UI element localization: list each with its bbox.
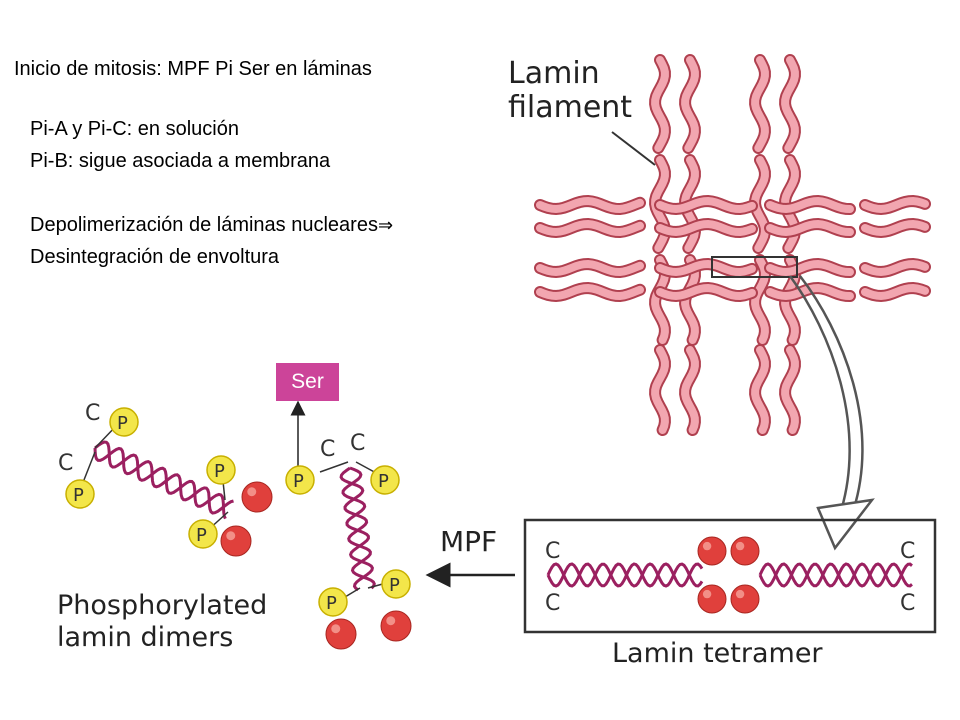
- phosphate-label: P: [293, 471, 304, 492]
- zoom-arrow-head: [816, 498, 875, 551]
- implies-arrow-icon: ⇒: [377, 215, 394, 236]
- link-line: [319, 461, 349, 473]
- pi-b-text: Pi-B: sigue asociada a membrana: [30, 150, 331, 172]
- tetramer-helix-left: [546, 562, 704, 588]
- globular-domain: [325, 618, 357, 650]
- horizontal-filament-core: [656, 259, 756, 277]
- phosphate-group: [381, 569, 411, 599]
- globular-highlight: [735, 541, 745, 551]
- pi-a-c-text: Pi-A y Pi-C: en solución: [30, 118, 239, 140]
- lamin-filament-label-1: Lamin: [508, 56, 600, 91]
- globular-highlight: [247, 487, 257, 497]
- vertical-filament-core: [751, 346, 769, 434]
- dimer-helix-left: [93, 446, 234, 515]
- horizontal-filament-core: [536, 283, 644, 301]
- vertical-filament-core: [681, 56, 699, 152]
- vertical-filament-core: [751, 56, 769, 152]
- globular-domain: [730, 584, 760, 614]
- vertical-filament-core: [681, 346, 699, 434]
- phosphate-group: [318, 587, 348, 617]
- depolymerization-label: Depolimerización de láminas nucleares: [30, 214, 378, 236]
- envelope-disintegration-text: Desintegración de envoltura: [30, 246, 280, 268]
- c-terminus-label: C: [545, 591, 560, 616]
- globular-highlight: [386, 616, 396, 626]
- mpf-label: MPF: [440, 525, 498, 558]
- phosphorylated-label-2: lamin dimers: [57, 622, 234, 653]
- globular-domain: [220, 525, 252, 557]
- horizontal-filament-core: [536, 259, 644, 277]
- horizontal-filament-core: [766, 219, 854, 237]
- c-terminus-label: C: [545, 539, 560, 564]
- phosphorylated-label-1: Phosphorylated: [57, 590, 268, 621]
- c-terminus-label: C: [320, 437, 335, 462]
- mitosis-start-text: Inicio de mitosis: MPF Pi Ser en láminas: [14, 58, 372, 80]
- horizontal-filament-core: [766, 196, 854, 214]
- phosphate-group: [206, 455, 236, 485]
- c-terminus-label: C: [85, 401, 100, 426]
- horizontal-filament-core: [861, 283, 929, 301]
- phosphate-label: P: [214, 461, 225, 482]
- c-terminus-label: C: [900, 591, 915, 616]
- tetramer-highlight-box: [711, 256, 798, 278]
- tetramer-helix-right: [758, 562, 913, 588]
- horizontal-filament-core: [861, 259, 929, 277]
- c-terminus-label: C: [900, 539, 915, 564]
- horizontal-filament-core: [766, 259, 854, 277]
- c-terminus-label: C: [350, 431, 365, 456]
- vertical-filament-core: [651, 56, 669, 152]
- globular-highlight: [331, 624, 341, 634]
- link-line: [81, 451, 96, 486]
- vertical-filament-core: [651, 346, 669, 434]
- horizontal-filament-core: [536, 219, 644, 237]
- tetramer-helix-left: [546, 562, 704, 588]
- dimer-helix-right: [341, 466, 374, 592]
- vertical-filament-core: [751, 256, 769, 344]
- phosphate-group: [109, 407, 139, 437]
- lamin-tetramer: C C C C: [545, 536, 915, 616]
- horizontal-filament-core: [656, 219, 756, 237]
- globular-highlight: [702, 541, 712, 551]
- globular-domain: [730, 536, 760, 566]
- globular-highlight: [735, 589, 745, 599]
- lamin-filament-label-2: filament: [508, 90, 633, 125]
- phosphate-label: P: [117, 413, 128, 434]
- phosphate-label: P: [389, 575, 400, 596]
- vertical-filament-core: [781, 346, 799, 434]
- phosphate-group: [65, 479, 95, 509]
- horizontal-filament-core: [861, 219, 929, 237]
- phosphate-group: [285, 465, 315, 495]
- phosphate-label: P: [196, 525, 207, 546]
- globular-domain: [697, 584, 727, 614]
- dimer-helix-left: [94, 440, 227, 520]
- horizontal-filament-core: [656, 283, 756, 301]
- tetramer-box: [523, 518, 937, 634]
- zoom-arrow-line-2: [799, 275, 864, 521]
- filament-pointer-line: [611, 131, 656, 166]
- horizontal-filament-core: [861, 196, 929, 214]
- globular-domain: [241, 481, 273, 513]
- globular-domain: [380, 610, 412, 642]
- phosphate-group: [188, 519, 218, 549]
- globular-domain: [697, 536, 727, 566]
- ser-label-box: Ser: [276, 363, 339, 401]
- phosphate-label: P: [378, 471, 389, 492]
- vertical-filament-core: [781, 56, 799, 152]
- phosphate-label: P: [326, 593, 337, 614]
- zoom-arrow-line: [788, 275, 851, 521]
- tetramer-helix-right: [758, 562, 913, 588]
- horizontal-filament-core: [536, 196, 644, 214]
- phosphate-label: P: [73, 485, 84, 506]
- globular-highlight: [226, 531, 236, 541]
- phosphate-group: [370, 465, 400, 495]
- depolymerization-text: Depolimerización de láminas nucleares⇒: [30, 214, 393, 237]
- dimer-helix-right: [339, 466, 376, 590]
- lamin-tetramer-label: Lamin tetramer: [612, 638, 823, 669]
- horizontal-filament-core: [656, 196, 756, 214]
- globular-highlight: [702, 589, 712, 599]
- lamin-filament-meshwork: [534, 54, 931, 436]
- c-terminus-label: C: [58, 451, 73, 476]
